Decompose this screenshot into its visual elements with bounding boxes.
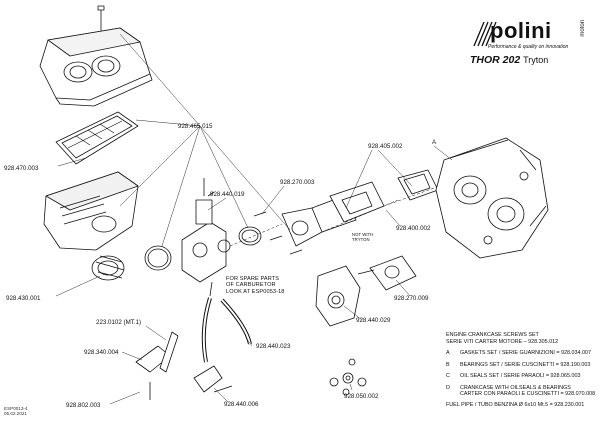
label-p15: 928.440.006 — [224, 401, 259, 408]
polini-swoosh-icon — [473, 21, 497, 47]
reed-valve — [329, 181, 385, 223]
label-p1: 928.465.015 — [178, 123, 213, 130]
fuel-pipe — [201, 297, 252, 363]
label-p9: 928.440.029 — [356, 317, 391, 324]
label-p14: 928.802.003 — [66, 402, 101, 409]
label-p4: 928.440.019 — [210, 191, 245, 198]
spare-note-line-2: OF CARBURETOR — [226, 282, 276, 289]
brand-slogan: Performance & quality on innovation — [488, 44, 569, 50]
hose-clamp-right — [238, 226, 262, 246]
legend-c-text: OIL SEALS SET / SERIE PARAOLI = 928.065.… — [460, 373, 581, 379]
carb-screws — [253, 211, 303, 255]
model-variant: Tryton — [523, 55, 549, 65]
airbox-cover — [39, 27, 153, 107]
document-footer: ESP0013-4 05.02.2021 — [4, 406, 28, 417]
spare-parts-note: FOR SPARE PARTS OF CARBURETOR LOOK AT ES… — [226, 276, 285, 295]
bracket-plate — [135, 331, 179, 373]
airbox-screw — [97, 5, 105, 34]
label-p3: 928.430.001 — [6, 295, 41, 302]
not-with-line-2: TRYTON — [352, 237, 370, 242]
airbox-base — [43, 171, 139, 251]
legend-screws-1: ENGINE CRANKCASE SCREWS SET — [446, 332, 539, 338]
footer-date: 05.02.2021 — [4, 411, 27, 417]
spare-note-line-3: LOOK AT ESP0053-18 — [226, 288, 285, 295]
legend-c-key: C — [446, 373, 450, 379]
label-p6: 928.405.002 — [368, 143, 403, 150]
label-ref-a: A — [432, 139, 437, 146]
legend-screws-2: SERIE VITI CARTER MOTORE – 928.305.012 — [446, 338, 559, 345]
secondary-carburetor — [315, 265, 361, 327]
label-p11: 223.0102 (MT.1) — [96, 319, 141, 326]
label-p12: 928.340.004 — [84, 349, 119, 356]
not-with-line-1: NOT WITH — [352, 232, 374, 237]
kits-legend: ENGINE CRANKCASE SCREWS SET SERIE VITI C… — [446, 332, 596, 408]
legend-d-key: D — [446, 384, 450, 391]
fuel-tap — [149, 365, 233, 400]
hose-clamp-left — [144, 245, 172, 271]
not-with-note: NOT WITH TRYTON — [352, 232, 373, 242]
intake-boot — [91, 255, 125, 281]
brand-name: polini — [490, 18, 552, 43]
spare-note-line-1: FOR SPARE PARTS — [226, 276, 280, 282]
small-parts-kit — [329, 358, 367, 396]
legend-b-text: BEARINGS SET / SERIE CUSCINETTI = 928.19… — [460, 361, 591, 368]
legend-fuel: FUEL PIPE / TUBO BENZINA Ø 6x10 Mt.5 = 9… — [446, 401, 585, 408]
legend-d-text-2: CARTER CON PARAOLI E CUSCINETTI = 928.07… — [460, 391, 596, 397]
footer-code: ESP0013-4 — [4, 406, 28, 411]
legend-a-text: GASKETS SET / SERIE GUARNIZIONI = 928.03… — [460, 350, 591, 356]
model-name: THOR 202 — [470, 54, 521, 66]
label-p8: 928.270.009 — [394, 295, 429, 302]
secondary-manifold — [357, 255, 417, 291]
label-p2: 928.470.003 — [4, 165, 39, 172]
engine-crankcase — [435, 137, 549, 259]
label-p7: 928.400.002 — [396, 225, 431, 232]
carburetor — [181, 178, 231, 297]
model-title: THOR 202 Tryton — [470, 54, 548, 66]
legend-a-key: A — [446, 350, 450, 356]
reed-gasket — [397, 169, 439, 201]
label-p5: 928.270.003 — [280, 179, 315, 186]
legend-d-text-1: CRANKCASE WITH OILSEALS & BEARINGS — [460, 384, 571, 391]
air-filter — [55, 111, 139, 165]
label-p13: 928.440.023 — [256, 343, 291, 350]
label-p10: 928.050.002 — [344, 393, 379, 400]
legend-b-key: B — [446, 361, 450, 368]
